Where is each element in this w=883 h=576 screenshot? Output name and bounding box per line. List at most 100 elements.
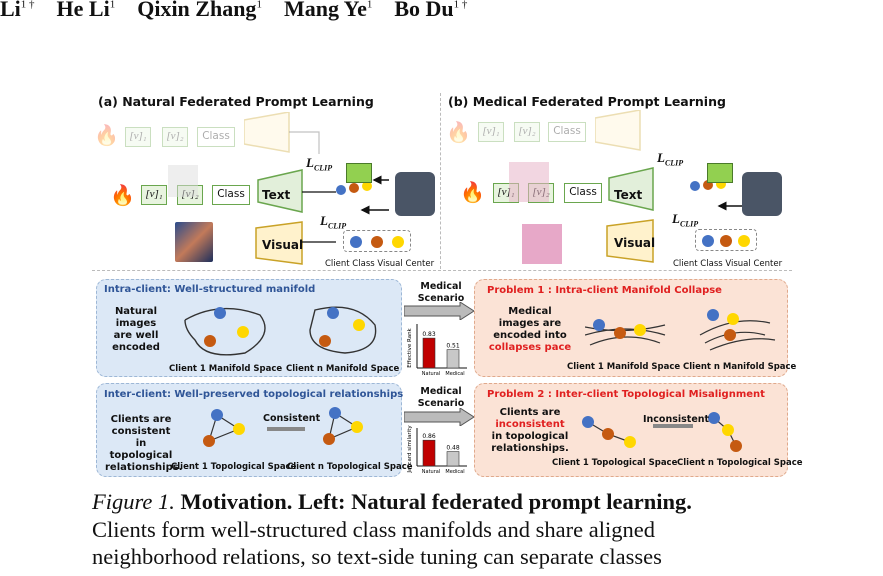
fire-icon: 🔥: [110, 185, 135, 207]
bar: [422, 439, 436, 467]
text-encoder-faded: [244, 112, 290, 153]
inconsistent-label: Inconsistent: [643, 414, 710, 425]
problem1-panel: [474, 279, 788, 377]
prompt-token-v2: [v]₂: [162, 127, 188, 147]
fire-icon: 🔥: [460, 182, 485, 204]
medical-scenario-label: Medical Scenario: [417, 386, 465, 409]
class-token: Class: [548, 122, 586, 142]
client1-manifold-label: Client 1 Manifold Space: [567, 362, 681, 372]
figure-label: Figure 1.: [92, 489, 175, 514]
server-icon: [742, 172, 782, 216]
client1-topo-label: Client 1 Topological Space: [171, 462, 297, 472]
author-name: Qixin Zhang1: [137, 0, 262, 21]
problem1-body: Medical images are encoded into collapse…: [488, 306, 572, 353]
bar-category-label: Natural: [422, 371, 440, 377]
bar-value-label: 0.51: [446, 343, 460, 350]
loss-label: LCLIP: [672, 211, 699, 229]
left-encoders-diagram: [244, 112, 389, 265]
intra-client-panel: [96, 279, 402, 377]
figure-caption: Figure 1. Motivation. Left: Natural fede…: [92, 488, 812, 571]
caption-line: neighborhood relations, so text-side tun…: [92, 544, 662, 569]
node-b: [349, 183, 359, 193]
left-panel-title: (a) Natural Federated Prompt Learning: [98, 94, 374, 109]
bar-value-label: 0.86: [422, 433, 436, 440]
intra-client-title: Intra-client: Well-structured manifold: [104, 284, 316, 295]
client1-topo-label: Client 1 Topological Space: [552, 458, 678, 468]
loss-label: LCLIP: [320, 213, 347, 231]
faded-image-thumbnail: [168, 165, 198, 197]
bar-value-label: 0.48: [446, 445, 460, 452]
inter-topology-graphic: [203, 407, 363, 447]
text-encoder-label: Text: [262, 188, 291, 202]
author-name: Li1 †: [0, 0, 35, 21]
misaligned-topology-graphic: [582, 412, 742, 452]
text-encoder: [257, 169, 303, 213]
client1-manifold-label: Client 1 Manifold Space: [169, 364, 283, 374]
bar: [446, 349, 460, 369]
class-token: Class: [564, 183, 602, 203]
text-encoder-label: Text: [614, 188, 643, 202]
loss-label: LCLIP: [657, 150, 684, 168]
visual-encoder-label: Visual: [614, 236, 656, 250]
cube-icon: [346, 163, 372, 183]
client-center-label: Client Class Visual Center: [673, 259, 783, 269]
clientn-topo-label: Client n Topological Space: [287, 462, 413, 472]
class-token: Class: [197, 127, 235, 147]
bar-category-label: Medical: [445, 371, 464, 377]
node-a: [336, 185, 346, 195]
server-icon: [395, 172, 435, 216]
inter-client-title: Inter-client: Well-preserved topological…: [104, 389, 404, 400]
visual-encoder-label: Visual: [262, 238, 304, 252]
fire-icon: 🔥: [94, 125, 119, 147]
problem2-panel: [474, 383, 788, 477]
problem2-title: Problem 2 : Inter-client Topological Mis…: [487, 389, 765, 400]
author-name: He Li1: [56, 0, 116, 21]
visual-center-box: [343, 230, 411, 252]
y-axis-label: Effective Rank: [407, 327, 413, 367]
visual-center-box: [695, 229, 757, 251]
inter-client-body: Clients are consistent in topological re…: [105, 414, 183, 473]
consistent-label: Consistent: [263, 413, 321, 424]
visual-encoder: [255, 221, 303, 265]
right-panel-title: (b) Medical Federated Prompt Learning: [448, 94, 726, 109]
intra-manifold-graphic: [184, 306, 377, 356]
caption-bold: Motivation. Left: Natural federated prom…: [180, 489, 692, 514]
bar: [422, 337, 436, 369]
author-name: Mang Ye1: [283, 0, 373, 21]
bar: [446, 451, 460, 467]
loss-label: LCLIP: [306, 155, 333, 173]
y-axis-label: Jaccard similarity: [407, 425, 413, 474]
collapse-manifold-graphic: [585, 309, 776, 351]
scenario-arrow: [404, 302, 475, 320]
natural-image-thumbnail: [175, 222, 213, 262]
author-line: Li1 † He Li1 Qixin Zhang1 Mang Ye1 Bo Du1 †: [0, 0, 489, 22]
prompt-token-v1: [v]₁: [141, 185, 167, 205]
fire-icon: 🔥: [446, 122, 471, 144]
node-c: [362, 181, 372, 191]
bar-category-label: Natural: [422, 469, 440, 475]
class-token: Class: [212, 185, 250, 205]
problem1-title: Problem 1 : Intra-client Manifold Collap…: [487, 285, 722, 296]
client-center-label: Client Class Visual Center: [325, 259, 435, 269]
medical-image-thumbnail: [509, 162, 549, 202]
prompt-token-v1: [v]₁: [478, 122, 504, 142]
clientn-manifold-label: Client n Manifold Space: [286, 364, 400, 374]
medical-scenario-label: Medical Scenario: [417, 281, 465, 304]
bar-category-label: Medical: [445, 469, 464, 475]
caption-line: Clients form well-structured class manif…: [92, 516, 655, 542]
intra-client-body: Natural images are well encoded: [112, 306, 160, 353]
vertical-divider: [440, 93, 441, 269]
clientn-manifold-label: Client n Manifold Space: [683, 362, 797, 372]
clientn-topo-label: Client n Topological Space: [677, 458, 803, 468]
prompt-token-v1: [v]₁: [125, 127, 151, 147]
cube-icon: [707, 163, 733, 183]
problem2-body: Clients are inconsistent in topological …: [491, 407, 569, 454]
author-name: Bo Du1 †: [394, 0, 468, 21]
bar-value-label: 0.83: [422, 331, 436, 338]
horizontal-divider: [92, 270, 792, 271]
prompt-token-v2: [v]₂: [514, 122, 540, 142]
scenario-arrow: [404, 408, 475, 426]
right-encoders-diagram: [595, 110, 745, 263]
